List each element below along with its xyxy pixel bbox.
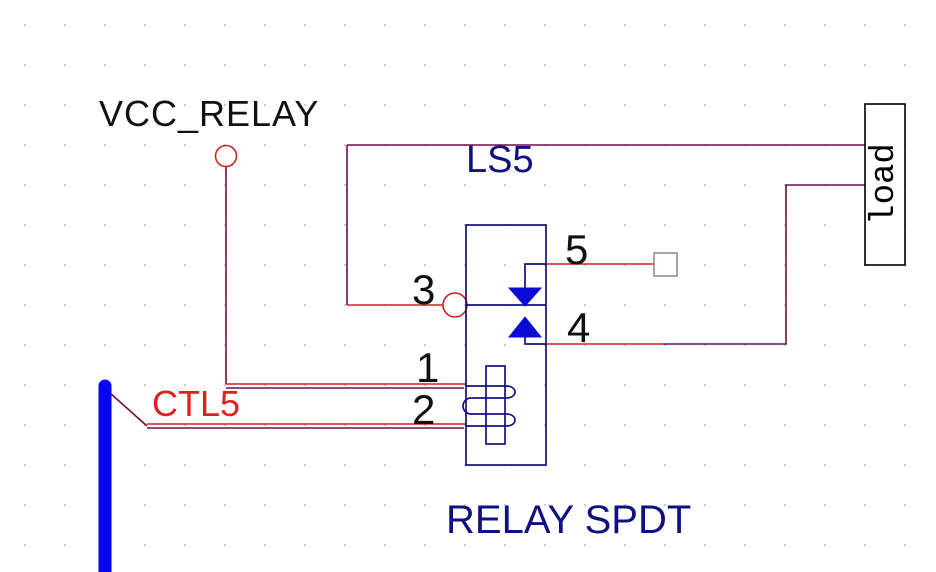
noconnect-square — [653, 252, 678, 277]
relay-no-lead — [524, 263, 546, 288]
bus-entry-diagonal — [109, 392, 148, 427]
pin-number-2: 2 — [412, 386, 436, 433]
coil-winding — [462, 385, 516, 427]
net-label-vcc-relay: VCC_RELAY — [99, 93, 320, 134]
coil-core — [485, 365, 506, 445]
relay-body — [465, 224, 547, 466]
net-label-ctl5: CTL5 — [152, 383, 241, 424]
pin3-junction-circle — [442, 292, 468, 318]
relay-nc-lead — [524, 337, 546, 345]
component-type-label: RELAY SPDT — [446, 498, 692, 542]
wire-pin4-to-load — [663, 184, 866, 345]
pin-number-1: 1 — [416, 344, 440, 391]
power-symbol-circle — [214, 144, 238, 168]
pin-number-4: 4 — [567, 304, 591, 351]
contact-arrow-up — [507, 316, 543, 338]
pin-number-5: 5 — [565, 226, 589, 273]
load-label: load — [866, 143, 904, 225]
contact-arrow-down — [507, 287, 543, 307]
load-box — [864, 103, 906, 266]
relay-refdes-label: LS5 — [466, 139, 534, 181]
pin-number-3: 3 — [412, 266, 436, 313]
